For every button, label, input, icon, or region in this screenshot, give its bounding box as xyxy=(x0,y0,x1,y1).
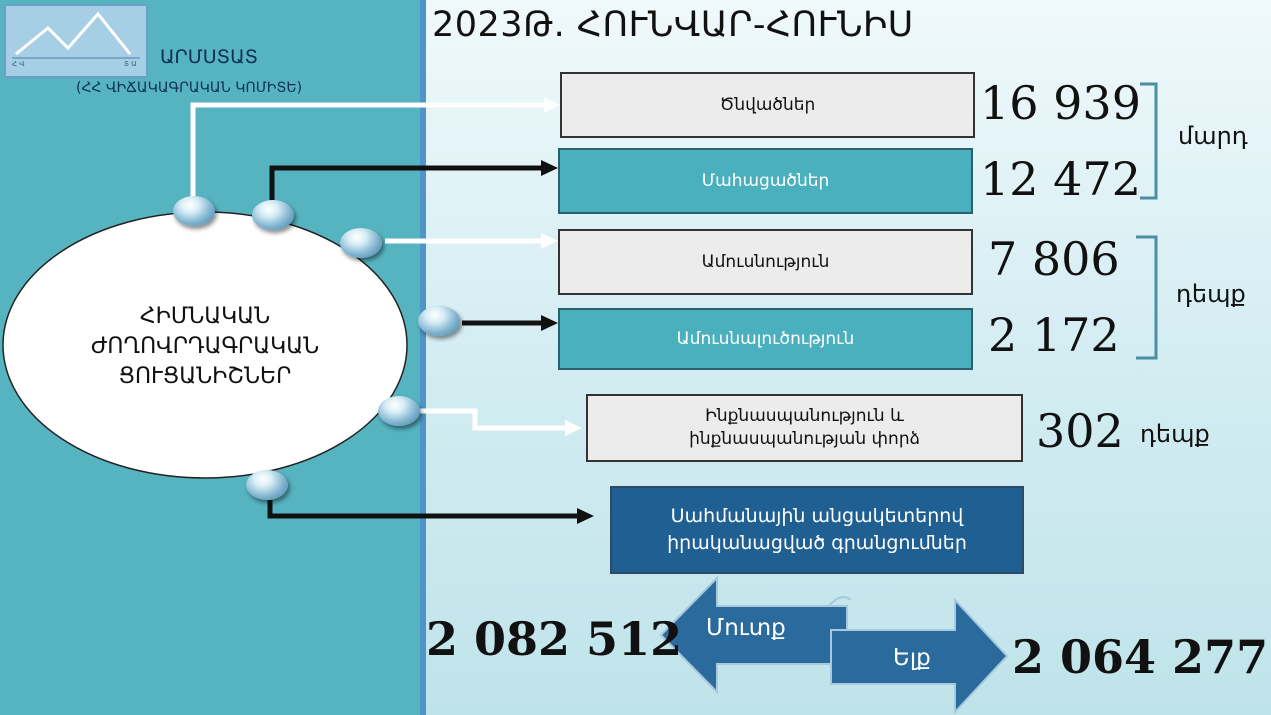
divorces-arrowhead xyxy=(541,315,558,331)
page-title: 2023Թ. ՀՈՒՆՎԱՐ-ՀՈՒՆԻՍ xyxy=(432,5,914,45)
logo-name: ԱՐՄՍՏԱՏ xyxy=(160,46,259,68)
suicide-label-line1: Ինքնասպանություն և xyxy=(705,406,904,426)
births-value: 16 939 xyxy=(980,76,1141,130)
suicide-connector xyxy=(420,408,566,431)
suicide-box: Ինքնասպանություն և ինքնասպանության փորձ xyxy=(586,394,1023,462)
deaths-arrowhead xyxy=(541,160,558,176)
births-connector xyxy=(190,102,546,200)
exit-arrow xyxy=(830,597,1009,715)
divorces-value: 2 172 xyxy=(988,308,1120,362)
logo-subtitle: (ՀՀ ՎԻՃԱԿԱԳՐԱԿԱՆ ԿՈՄԻՏԵ) xyxy=(76,80,303,96)
logo-mark-right: Տ Ա xyxy=(124,60,137,68)
suicide-arrowhead xyxy=(565,420,582,436)
marriages-box: Ամուսնություն xyxy=(558,229,973,295)
suicide-value: 302 xyxy=(1036,404,1124,458)
armstat-logo: Հ Վ Տ Ա xyxy=(4,4,148,78)
bubble-divorces xyxy=(418,306,460,336)
bubble-suicide xyxy=(378,396,420,426)
people-unit: մարդ xyxy=(1178,122,1248,150)
center-ellipse-line1: ՀԻՄՆԱԿԱՆ xyxy=(139,304,271,329)
bubble-border xyxy=(246,470,288,500)
entry-label: Մուտք xyxy=(706,615,786,641)
cases-unit: դեպք xyxy=(1176,280,1246,308)
border-connector xyxy=(267,500,578,519)
border-label-line2: իրականացված գրանցումներ xyxy=(667,532,967,554)
center-ellipse-line3: ՑՈՒՑԱՆԻՇՆԵՐ xyxy=(118,364,292,389)
births-label: Ծնվածներ xyxy=(719,95,816,115)
deaths-label: Մահացածներ xyxy=(701,171,830,191)
deaths-connector xyxy=(269,165,543,200)
divorces-box: Ամուսնալուծություն xyxy=(558,308,973,370)
marriages-arrowhead xyxy=(541,233,558,249)
divorces-label: Ամուսնալուծություն xyxy=(676,329,855,349)
people-bracket xyxy=(1140,82,1158,200)
logo-mark-left: Հ Վ xyxy=(12,60,25,68)
entry-exit-arrows xyxy=(659,575,1009,715)
marriages-value: 7 806 xyxy=(988,232,1120,286)
marriages-label: Ամուսնություն xyxy=(701,252,830,272)
deaths-box: Մահացածներ xyxy=(558,148,973,214)
births-box: Ծնվածներ xyxy=(560,72,975,138)
logo-chart-icon xyxy=(12,11,140,59)
bubble-births xyxy=(173,196,215,226)
births-arrowhead xyxy=(544,97,560,113)
center-ellipse: ՀԻՄՆԱԿԱՆ ԺՈՂՈՎՐԴԱԳՐԱԿԱՆ ՑՈՒՑԱՆԻՇՆԵՐ xyxy=(20,292,390,402)
suicide-label-line2: ինքնասպանության փորձ xyxy=(689,429,920,449)
bubble-deaths xyxy=(252,200,294,230)
brackets xyxy=(1136,82,1158,360)
border-crossings-box: Սահմանային անցակետերով իրականացված գրանց… xyxy=(610,486,1024,574)
exit-value: 2 064 277 xyxy=(1012,630,1269,684)
deaths-value: 12 472 xyxy=(980,152,1141,206)
exit-label: Ելք xyxy=(893,645,931,671)
border-label-line1: Սահմանային անցակետերով xyxy=(670,505,964,527)
bubble-marriages xyxy=(340,228,382,258)
suicide-unit: դեպք xyxy=(1140,420,1210,448)
center-ellipse-line2: ԺՈՂՈՎՐԴԱԳՐԱԿԱՆ xyxy=(90,334,320,359)
border-arrowhead xyxy=(577,508,594,524)
entry-value: 2 082 512 xyxy=(426,612,683,666)
cases-bracket xyxy=(1136,235,1158,360)
